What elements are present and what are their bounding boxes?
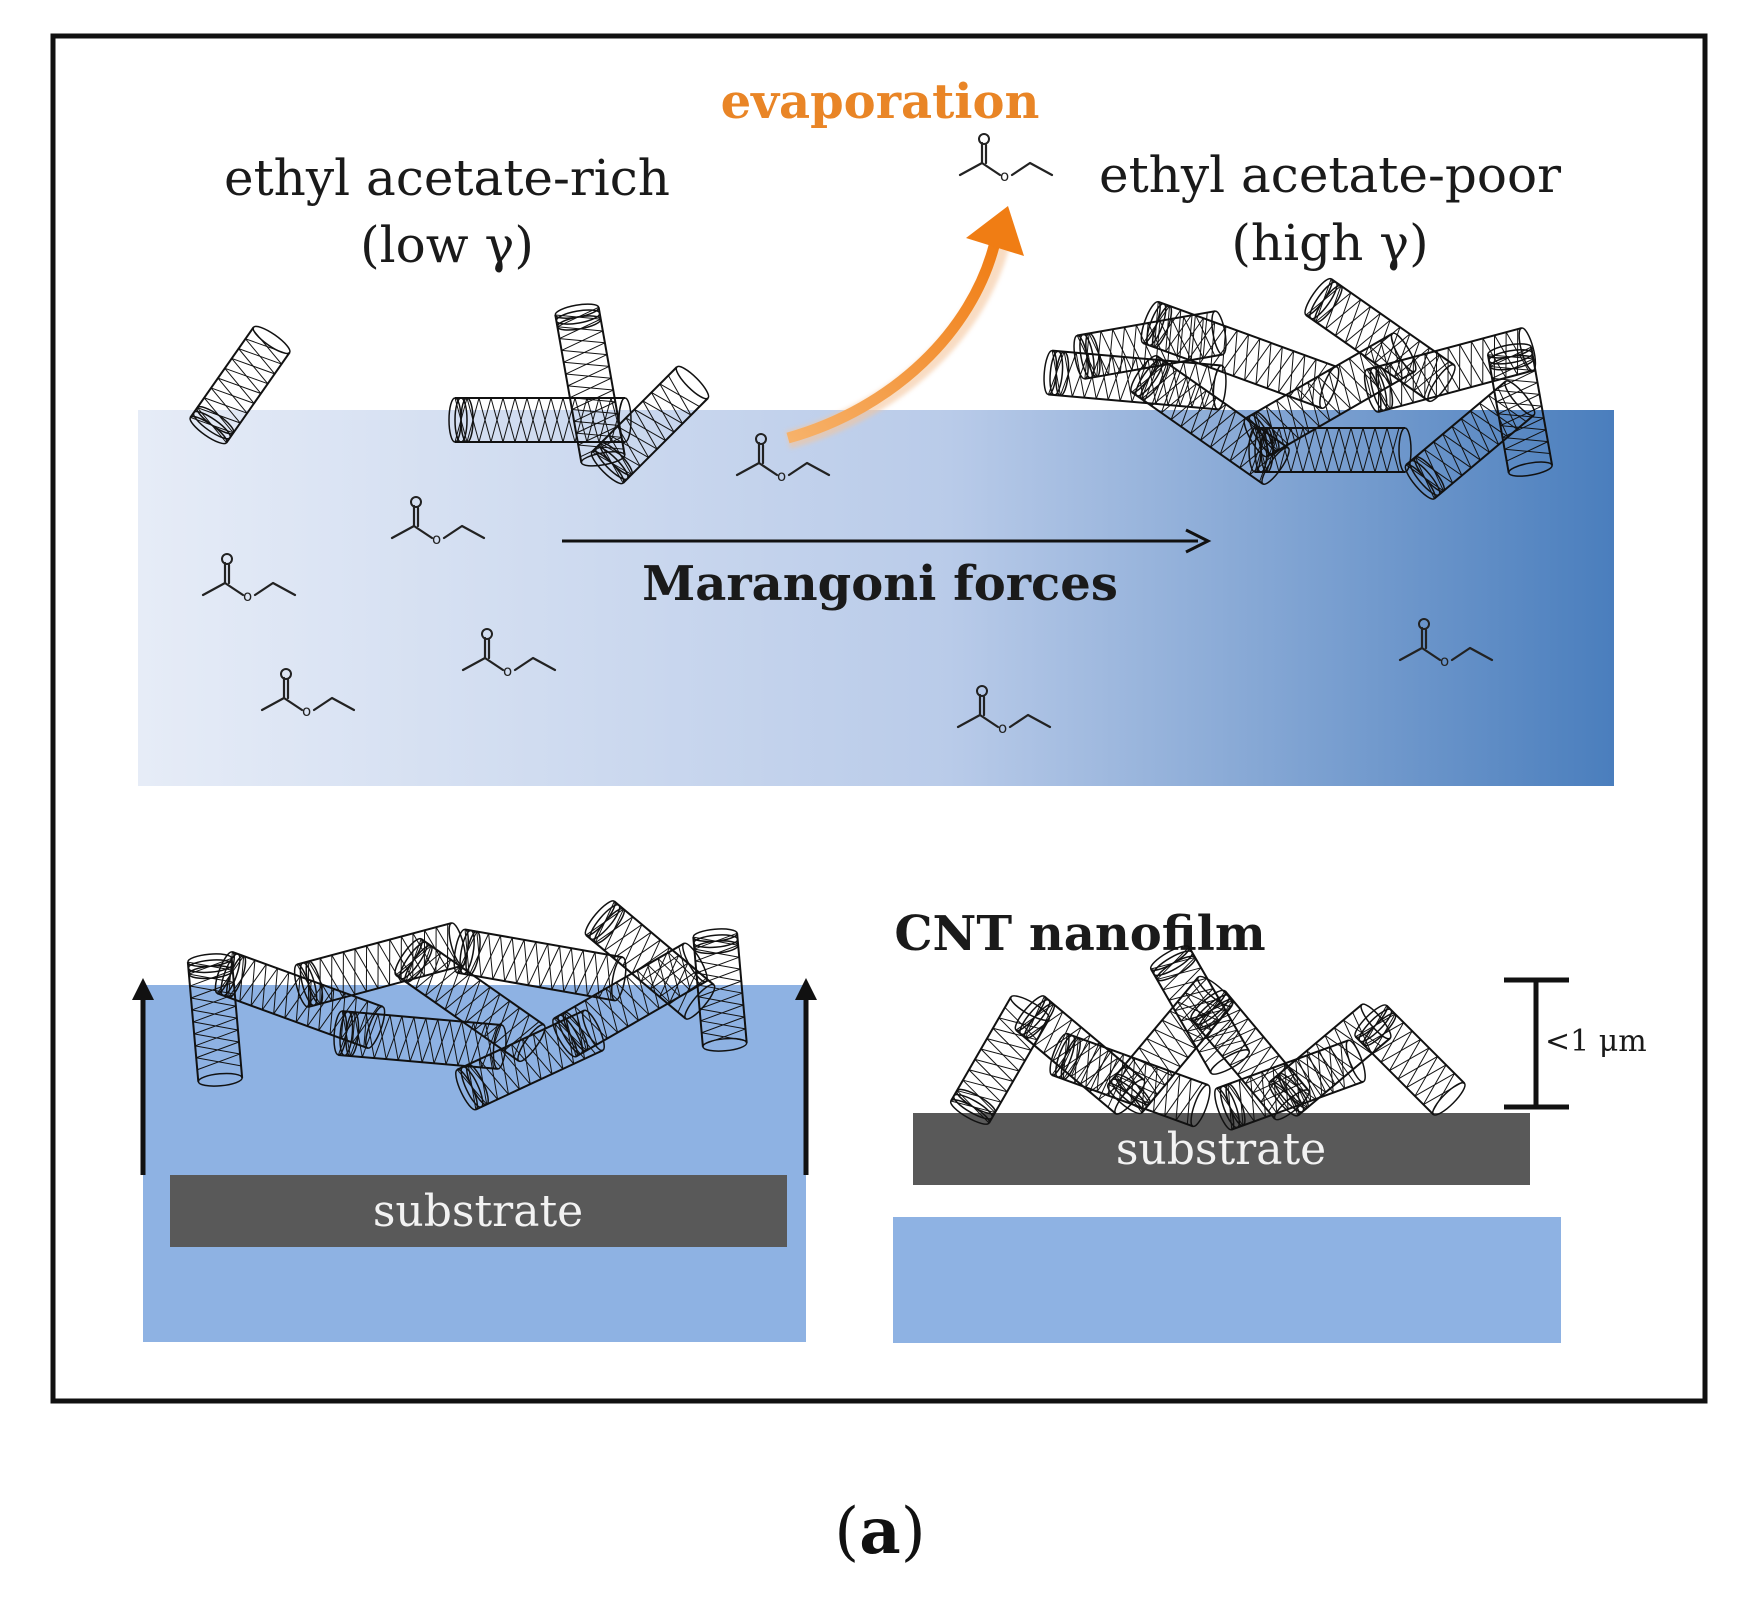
substrate-right [913, 1113, 1530, 1185]
nanotube [1014, 995, 1146, 1115]
thickness-bracket [1504, 977, 1569, 1110]
substrate-left [170, 1175, 787, 1247]
ethyl-acetate-molecule: o [956, 685, 1052, 737]
marangoni-label: Marangoni forces [642, 556, 1118, 612]
rich-label-line2: (low γ) [360, 216, 534, 274]
nanotube [1049, 1032, 1211, 1128]
evaporation-arrow [785, 206, 1024, 449]
nanotube [455, 1009, 605, 1111]
nanotube [453, 928, 627, 1002]
thickness-label: <1 μm [1545, 1024, 1647, 1059]
carbonyl-oxygen [280, 668, 292, 680]
nanotube [1214, 1039, 1366, 1131]
withdrawal-arrow-left [132, 978, 154, 1175]
marangoni-arrow [562, 528, 1212, 554]
substrate-right-label: substrate [1116, 1124, 1326, 1175]
poor-label-line2: (high γ) [1231, 214, 1428, 272]
ethyl-acetate-molecule: o [201, 553, 297, 605]
nanotube [692, 928, 748, 1052]
nanotube [1140, 300, 1340, 410]
nanotube [1486, 343, 1554, 477]
nanotube [448, 397, 632, 443]
nanotube [189, 325, 291, 445]
ester-oxygen: o [1000, 167, 1009, 185]
nanotube [1363, 327, 1537, 413]
cnt-nanofilm-label: CNT nanofilm [894, 906, 1265, 962]
ethyl-acetate-molecule: o [390, 496, 486, 548]
ethyl-acetate-molecule: o [958, 133, 1054, 185]
carbonyl-oxygen [978, 133, 990, 145]
nanotube [949, 995, 1051, 1125]
nanotube [1149, 945, 1251, 1075]
nanotube [333, 1010, 507, 1070]
ester-oxygen: o [1440, 652, 1449, 670]
evaporation-label: evaporation [721, 74, 1040, 130]
carbonyl-oxygen [481, 628, 493, 640]
panel-caption: (a) [834, 1494, 925, 1569]
nanotube [554, 303, 626, 467]
ethyl-acetate-molecule: o [260, 668, 356, 720]
ester-oxygen: o [243, 587, 252, 605]
ethyl-acetate-molecule: o [735, 433, 831, 485]
carbon-nanotubes [186, 277, 1554, 1131]
carbonyl-oxygen [976, 685, 988, 697]
ester-oxygen: o [432, 530, 441, 548]
nanotube [1073, 310, 1227, 380]
ester-oxygen: o [503, 662, 512, 680]
nanotube [1130, 355, 1290, 485]
carbonyl-oxygen [221, 553, 233, 565]
rich-label-line1: ethyl acetate-rich [224, 149, 670, 207]
carbonyl-oxygen [1418, 618, 1430, 630]
poor-label-line1: ethyl acetate-poor [1099, 146, 1561, 204]
withdrawal-arrow-right [795, 978, 817, 1175]
ethyl-acetate-molecule: o [1398, 618, 1494, 670]
carbonyl-oxygen [755, 433, 767, 445]
nanotube [1354, 1004, 1466, 1116]
ester-oxygen: o [777, 467, 786, 485]
substrate-left-label: substrate [373, 1186, 583, 1237]
ester-oxygen: o [302, 702, 311, 720]
nanotube [584, 900, 716, 1020]
carbonyl-oxygen [410, 496, 422, 508]
liquid-bath-right [893, 1217, 1561, 1343]
nanotube [1190, 989, 1310, 1121]
ester-oxygen: o [998, 719, 1007, 737]
ethyl-acetate-molecule: o [461, 628, 557, 680]
liquid-bath-left [143, 985, 806, 1342]
nanotube [1404, 380, 1536, 500]
ethyl-acetate-molecules: o o o o o o o o [201, 133, 1494, 737]
nanotube [590, 365, 710, 485]
nanotube [1248, 427, 1412, 473]
